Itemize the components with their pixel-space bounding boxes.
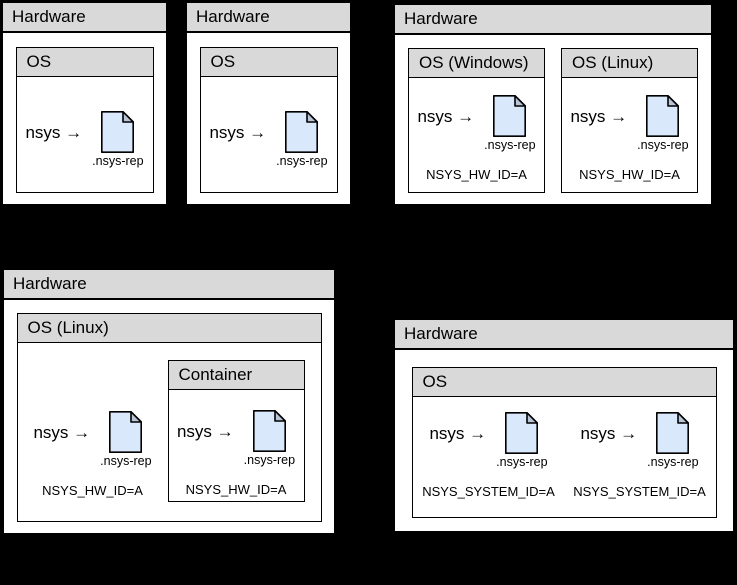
nsys-rep-file-icon	[285, 111, 319, 153]
hardware-box-body: OS (Windows) nsys → .nsys-rep NSYS_HW_ID…	[395, 35, 711, 193]
nsys-unit: nsys → .nsys-rep	[570, 95, 689, 153]
file-extension-label: .nsys-rep	[243, 453, 296, 467]
nsys-rep-file-icon	[656, 412, 690, 454]
env-var-label: NSYS_HW_ID=A	[185, 482, 287, 497]
container-box-title: Container	[168, 361, 304, 390]
env-var-label: NSYS_SYSTEM_ID=A	[573, 484, 706, 499]
hardware-box-body: OS (Linux) nsys → .nsys-rep	[4, 300, 334, 522]
nsys-unit: nsys → .nsys-rep	[580, 412, 699, 470]
os-box-body: nsys → .nsys-rep NSYS_HW_ID=A	[409, 78, 544, 183]
file-extension-label: .nsys-rep	[484, 138, 536, 152]
nsys-command-label: nsys →	[33, 422, 91, 442]
nsys-rep-file-icon	[505, 412, 539, 454]
report-file: .nsys-rep	[276, 111, 328, 169]
env-var-label: NSYS_SYSTEM_ID=A	[422, 484, 555, 499]
os-box-title: OS (Linux)	[562, 49, 697, 78]
nsys-command-label: nsys →	[25, 122, 83, 142]
os-box-title: OS	[412, 368, 716, 397]
container-box: Container nsys → .nsys-rep	[167, 360, 305, 502]
nsys-unit: nsys → .nsys-rep	[33, 411, 152, 469]
file-extension-label: .nsys-rep	[100, 454, 152, 468]
nsys-rep-file-icon	[493, 95, 527, 137]
hardware-box-title: Hardware	[3, 3, 166, 33]
os-box-body: nsys → .nsys-rep NSYS_HW_ID=A	[562, 78, 697, 183]
hardware-box-body: OS nsys → .nsys-rep	[3, 33, 166, 193]
os-box-title: OS (Linux)	[17, 314, 321, 343]
hardware-box-top-left: Hardware OS nsys → .nsys-rep	[1, 1, 168, 206]
os-box: OS nsys → .nsys-rep	[199, 47, 338, 193]
env-var-label: NSYS_HW_ID=A	[579, 167, 680, 182]
host-nsys-column: nsys → .nsys-rep NSYS_HW_ID=A	[18, 343, 168, 502]
hardware-box-bottom-right: Hardware OS nsys → .nsys-rep	[393, 318, 735, 533]
hardware-box-title: Hardware	[4, 270, 334, 300]
file-extension-label: .nsys-rep	[496, 455, 548, 469]
container-box-body: nsys → .nsys-rep NSYS_HW_ID=A	[169, 390, 304, 498]
hardware-box-title: Hardware	[187, 3, 350, 33]
nsys-run-column: nsys → .nsys-rep NSYS_SYSTEM_ID=A	[413, 397, 564, 500]
file-extension-label: .nsys-rep	[637, 138, 689, 152]
os-box-body: nsys → .nsys-rep NSYS_SYSTEM_ID=A	[413, 397, 716, 500]
file-extension-label: .nsys-rep	[276, 154, 328, 168]
nsys-unit: nsys → .nsys-rep	[209, 111, 328, 169]
file-extension-label: .nsys-rep	[647, 455, 699, 469]
env-var-label: NSYS_HW_ID=A	[426, 167, 527, 182]
report-file: .nsys-rep	[244, 410, 295, 468]
hardware-box-body: OS nsys → .nsys-rep	[395, 350, 733, 518]
nsys-rep-file-icon	[109, 411, 143, 453]
nsys-command-label: nsys →	[417, 106, 475, 126]
nsys-command-label: nsys →	[209, 122, 267, 142]
os-box-body: nsys → .nsys-rep NSYS_HW_ID=A	[18, 343, 321, 502]
nsys-command-label: nsys →	[176, 421, 234, 441]
os-box-title: OS	[16, 48, 153, 77]
nsys-unit: nsys → .nsys-rep	[417, 95, 536, 153]
hardware-box-top-middle: Hardware OS nsys → .nsys-rep	[185, 1, 352, 206]
nsys-command-label: nsys →	[580, 423, 638, 443]
nsys-command-label: nsys →	[429, 423, 487, 443]
os-box: OS nsys → .nsys-rep	[411, 367, 717, 518]
report-file: .nsys-rep	[92, 111, 144, 169]
nsys-unit: nsys → .nsys-rep	[177, 410, 295, 468]
os-box-body: nsys → .nsys-rep	[17, 77, 153, 169]
nsys-unit: nsys → .nsys-rep	[25, 111, 144, 169]
nsys-run-column: nsys → .nsys-rep NSYS_SYSTEM_ID=A	[564, 397, 715, 500]
env-var-label: NSYS_HW_ID=A	[42, 483, 143, 498]
hardware-box-bottom-left: Hardware OS (Linux) nsys → .n	[2, 268, 336, 535]
report-file: .nsys-rep	[484, 95, 536, 153]
os-box-title: OS (Windows)	[409, 49, 544, 78]
nsys-unit: nsys → .nsys-rep	[429, 412, 548, 470]
hardware-box-body: OS nsys → .nsys-rep	[187, 33, 350, 193]
os-linux-box: OS (Linux) nsys → .nsys-rep	[16, 313, 322, 522]
os-linux-box: OS (Linux) nsys → .nsys-rep NSYS_HW_ID=A	[561, 48, 698, 193]
nsys-command-label: nsys →	[570, 106, 628, 126]
os-windows-box: OS (Windows) nsys → .nsys-rep NSYS_HW_ID…	[408, 48, 545, 193]
report-file: .nsys-rep	[496, 412, 548, 470]
hardware-box-top-right: Hardware OS (Windows) nsys → .nsys-rep	[393, 3, 713, 206]
os-box-title: OS	[200, 48, 337, 77]
report-file: .nsys-rep	[100, 411, 152, 469]
os-box-body: nsys → .nsys-rep	[201, 77, 337, 169]
os-box: OS nsys → .nsys-rep	[15, 47, 154, 193]
nsys-rep-file-icon	[646, 95, 680, 137]
report-file: .nsys-rep	[647, 412, 699, 470]
nsys-rep-file-icon	[252, 410, 286, 452]
report-file: .nsys-rep	[637, 95, 689, 153]
hardware-box-title: Hardware	[395, 320, 733, 350]
hardware-box-title: Hardware	[395, 5, 711, 35]
file-extension-label: .nsys-rep	[92, 154, 144, 168]
nsys-rep-file-icon	[101, 111, 135, 153]
